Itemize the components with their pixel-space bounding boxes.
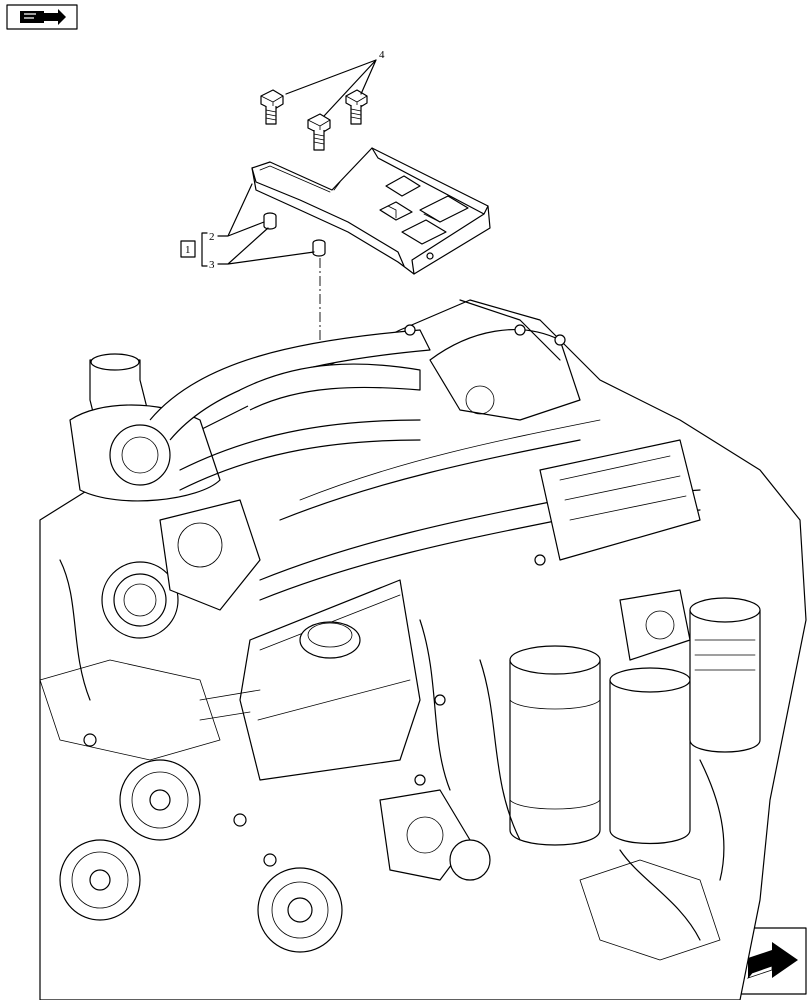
callout-2: 2 (209, 231, 215, 243)
bolt (307, 113, 331, 151)
bolt (345, 89, 368, 125)
engine-assembly (39, 299, 807, 1000)
support-bracket (251, 147, 491, 275)
bushing (312, 239, 326, 257)
book-arrow-icon[interactable] (6, 4, 78, 30)
bushing (263, 212, 277, 230)
callout-box (180, 240, 196, 258)
callout-3: 3 (209, 259, 215, 271)
callout-4: 4 (379, 49, 385, 61)
callout-1: 1 (185, 244, 191, 256)
bolt (260, 89, 284, 125)
